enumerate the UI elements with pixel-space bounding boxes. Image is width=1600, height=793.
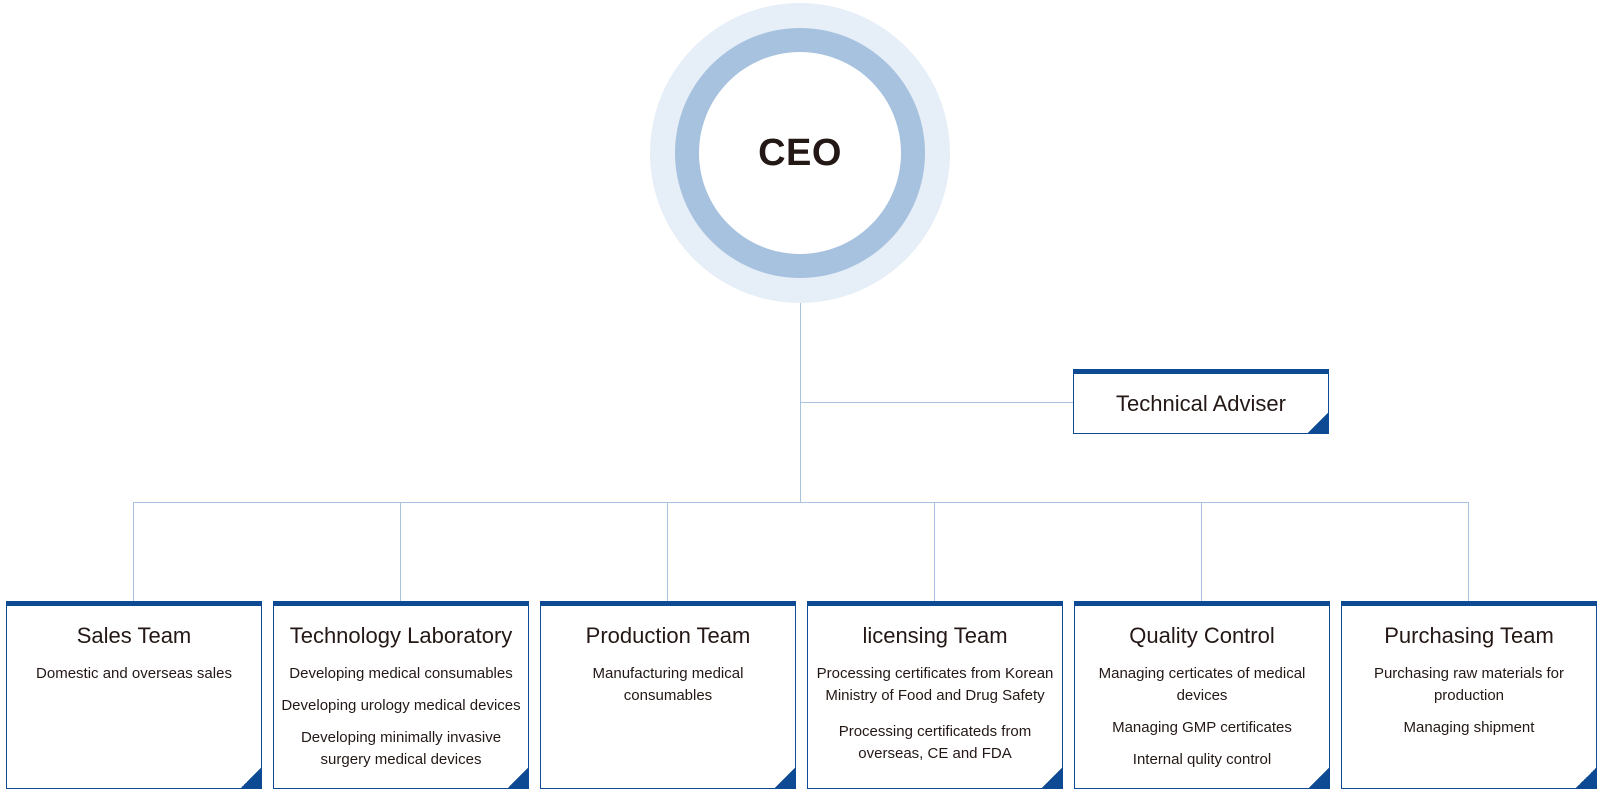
team-duties: Purchasing raw materials for production … [1342, 663, 1596, 739]
team-box-quality-control: Quality Control Managing certicates of m… [1074, 601, 1330, 789]
team-duties: Managing certicates of medical devices M… [1075, 663, 1329, 771]
connector-team-drop [400, 502, 401, 601]
connector-team-drop [1201, 502, 1202, 601]
team-box-production: Production Team Manufacturing medical co… [540, 601, 796, 789]
connector-team-drop [667, 502, 668, 601]
connector-ceo-vertical [800, 303, 801, 503]
connector-team-drop [1468, 502, 1469, 601]
team-box-purchasing: Purchasing Team Purchasing raw materials… [1341, 601, 1597, 789]
corner-triangle-icon [1309, 768, 1329, 788]
corner-triangle-icon [1308, 413, 1328, 433]
team-duties: Domestic and overseas sales [7, 663, 261, 685]
connector-adviser [800, 402, 1073, 403]
connector-team-drop [133, 502, 134, 601]
team-title: Quality Control [1129, 623, 1275, 648]
connector-teams-horizontal [133, 502, 1468, 503]
team-box-sales: Sales Team Domestic and overseas sales [6, 601, 262, 789]
ceo-node: CEO [650, 3, 950, 303]
team-duties: Developing medical consumables Developin… [274, 663, 528, 771]
team-box-licensing: licensing Team Processing certificates f… [807, 601, 1063, 789]
adviser-title: Technical Adviser [1116, 390, 1286, 416]
adviser-box: Technical Adviser [1073, 369, 1329, 434]
corner-triangle-icon [241, 768, 261, 788]
corner-triangle-icon [775, 768, 795, 788]
team-title: Sales Team [76, 623, 192, 648]
team-box-technology-laboratory: Technology Laboratory Developing medical… [273, 601, 529, 789]
corner-triangle-icon [1042, 768, 1062, 788]
ceo-ring: CEO [675, 28, 925, 278]
team-title: Purchasing Team [1384, 623, 1554, 648]
connector-team-drop [934, 502, 935, 601]
team-duty: Managing shipment [1403, 719, 1535, 736]
team-title: Production Team [585, 623, 751, 648]
team-duty: Domestic and overseas sales [36, 665, 232, 682]
team-duties: Manufacturing medical consumables [541, 663, 795, 707]
team-duty: Developing minimally invasive surgery me… [300, 729, 502, 768]
team-duties: Processing certificates from Korean Mini… [808, 663, 1062, 765]
team-duty: Managing GMP certificates [1112, 719, 1292, 736]
ceo-inner-circle: CEO [699, 52, 901, 254]
team-duty: Developing urology medical devices [281, 697, 521, 714]
team-duty: Processing certificateds from overseas, … [838, 723, 1032, 762]
team-duty: Manufacturing medical consumables [592, 665, 744, 704]
team-duty: Purchasing raw materials for production [1373, 665, 1565, 704]
team-title: licensing Team [862, 623, 1008, 648]
team-duty: Developing medical consumables [289, 665, 513, 682]
team-duty: Managing certicates of medical devices [1098, 665, 1306, 704]
team-duty: Processing certificates from Korean Mini… [816, 665, 1054, 704]
team-duty: Internal qulity control [1132, 751, 1272, 768]
corner-triangle-icon [508, 768, 528, 788]
ceo-label: CEO [758, 131, 842, 174]
team-title: Technology Laboratory [289, 623, 513, 648]
corner-triangle-icon [1576, 768, 1596, 788]
